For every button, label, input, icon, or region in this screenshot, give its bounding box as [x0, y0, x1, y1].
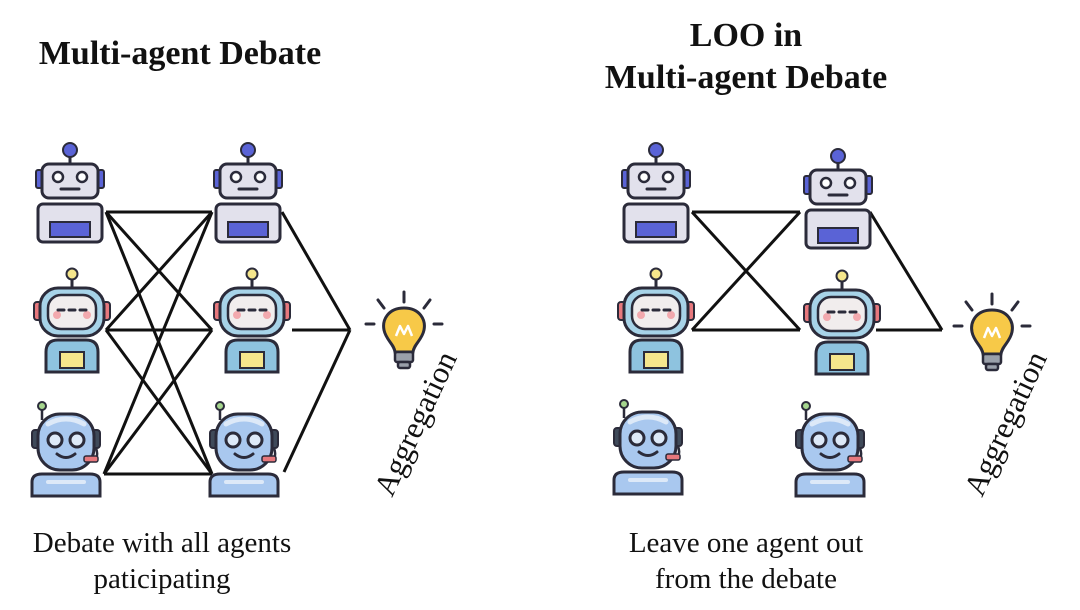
left-round2-agent-2-teal-robot-icon — [212, 267, 292, 374]
left-caption-line2: paticipating — [94, 563, 231, 595]
right-agent-2-teal-robot-icon — [616, 267, 696, 374]
right-aggregation-label: Aggregation — [957, 345, 1054, 501]
right-round2-agent-3-headset-robot-icon — [796, 402, 864, 496]
right-caption-line1: Leave one agent out — [629, 527, 863, 559]
right-debate-connections — [690, 210, 944, 332]
right-round2-agent-1-robot-icon — [802, 147, 874, 250]
right-title-line2: Multi-agent Debate — [605, 59, 887, 96]
right-agent-1-robot-icon — [620, 141, 692, 244]
left-round2-agent-1-robot-icon — [212, 141, 284, 244]
left-aggregation-label: Aggregation — [367, 345, 464, 501]
left-round2-agent-3-headset-robot-icon — [210, 402, 278, 496]
right-title-line1: LOO in — [690, 17, 803, 54]
left-debate-connections — [102, 210, 352, 476]
left-agent-2-teal-robot-icon — [32, 267, 112, 374]
right-caption-line2: from the debate — [655, 563, 837, 595]
left-title: Multi-agent Debate — [39, 35, 321, 72]
left-caption-line1: Debate with all agents — [33, 527, 292, 559]
left-agent-1-robot-icon — [34, 141, 106, 244]
right-round2-agent-2-teal-robot-icon — [802, 269, 882, 376]
left-agent-3-headset-robot-icon — [32, 402, 100, 496]
right-agent-3-headset-robot-icon — [614, 400, 682, 494]
